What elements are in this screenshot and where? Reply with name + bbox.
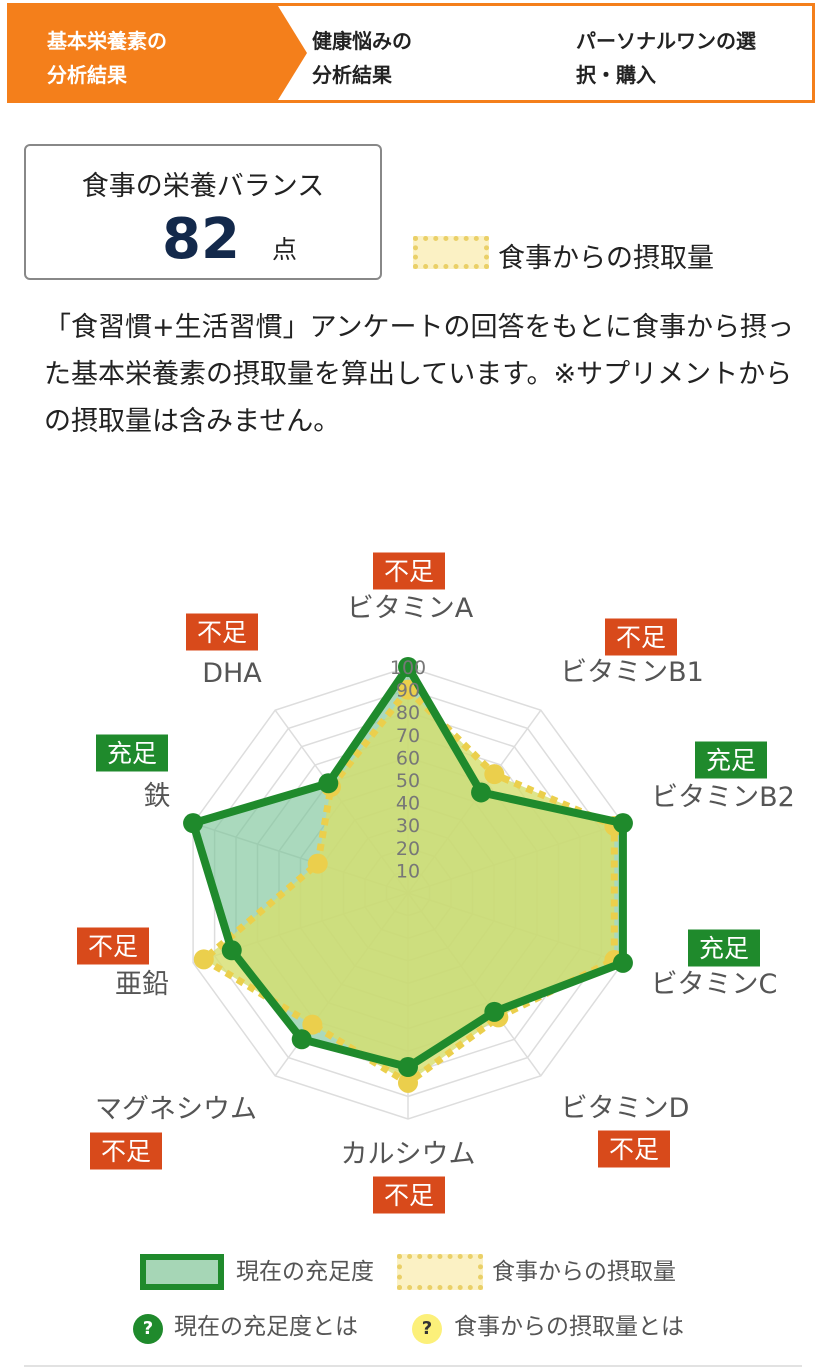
status-badge-text: 不足 (609, 1135, 659, 1164)
status-badge-bg (90, 1132, 162, 1170)
status-badge-text: 不足 (384, 1181, 434, 1210)
help-intake-link[interactable]: 食事からの摂取量とは (454, 1314, 684, 1340)
intake-legend-label-bottom: 食事からの摂取量 (492, 1259, 676, 1285)
step-2-line2: 分析結果 (312, 63, 392, 87)
status-badge-text: 不足 (88, 932, 138, 961)
step-3-line2: 択・購入 (576, 63, 656, 87)
step-navigation: 基本栄養素の 分析結果 健康悩みの 分析結果 パーソナルワンの選 択・購入 (7, 3, 815, 103)
tick-label: 100 (390, 657, 426, 679)
axis-label: 亜鉛 (115, 969, 169, 1000)
axis-label: ビタミンB1 (560, 657, 704, 688)
score-value: 82 (162, 207, 240, 272)
tick-label: 90 (396, 680, 420, 702)
radar-chart: 102030405060708090100ビタミンA不足ビタミンB1不足ビタミン… (77, 552, 795, 1214)
current-point (318, 773, 339, 794)
status-badge-bg (373, 1176, 445, 1214)
tick-label: 20 (396, 838, 420, 860)
step-3: パーソナルワンの選 択・購入 (576, 24, 806, 92)
status-badge-bg (373, 552, 445, 590)
status-badge: 充足 (96, 734, 168, 772)
status-badge-bg (598, 1130, 670, 1168)
current-point (291, 1029, 312, 1050)
current-point (612, 813, 633, 834)
axis-label: 鉄 (144, 781, 171, 812)
step-2: 健康悩みの 分析結果 (312, 24, 512, 92)
status-badge: 不足 (77, 927, 149, 965)
status-badge-text: 不足 (384, 557, 434, 586)
status-badge: 不足 (90, 1132, 162, 1170)
intake-point (484, 764, 505, 785)
intake-area (203, 689, 615, 1083)
intake-legend-swatch-bottom (397, 1254, 483, 1290)
status-badge: 不足 (605, 618, 677, 656)
step-1-line2: 分析結果 (47, 63, 127, 87)
step-1-line1: 基本栄養素の (47, 29, 167, 53)
intake-point (307, 853, 328, 874)
current-point (183, 813, 204, 834)
tick-label: 30 (396, 815, 420, 837)
status-badge: 充足 (688, 929, 760, 967)
axis-label: マグネシウム (95, 1094, 257, 1125)
step-1-current: 基本栄養素の 分析結果 (47, 24, 247, 92)
current-legend-label: 現在の充足度 (236, 1259, 374, 1285)
current-point (484, 1001, 505, 1022)
status-badge-text: 不足 (197, 618, 247, 647)
current-point (398, 1057, 418, 1078)
status-badge-text: 充足 (107, 739, 157, 768)
tick-label: 60 (396, 747, 420, 769)
status-badge: 不足 (598, 1130, 670, 1168)
status-badge-text: 充足 (699, 934, 749, 963)
status-badge-bg (688, 929, 760, 967)
step-active-background (10, 6, 307, 100)
axis-label: ビタミンD (561, 1093, 690, 1124)
status-badge-bg (605, 618, 677, 656)
tick-label: 10 (396, 860, 420, 882)
status-badge-bg (77, 927, 149, 965)
help-intake-icon[interactable]: ? (412, 1314, 442, 1344)
tick-label: 70 (396, 725, 420, 747)
axis-label: DHA (202, 658, 262, 689)
current-point (471, 782, 492, 803)
score-card: 食事の栄養バランス 82 点 (24, 144, 382, 280)
step-2-line1: 健康悩みの (312, 29, 412, 53)
status-badge-text: 不足 (616, 623, 666, 652)
status-badge-bg (695, 741, 767, 779)
intake-point (302, 1014, 323, 1035)
axis-label: カルシウム (341, 1139, 476, 1170)
intake-legend-swatch (413, 236, 489, 269)
current-point (221, 940, 242, 961)
tick-label: 80 (396, 702, 420, 724)
intake-point (398, 679, 418, 700)
status-badge: 充足 (695, 741, 767, 779)
description-text: 「食習慣+生活習慣」アンケートの回答をもとに食事から摂った基本栄養素の摂取量を算… (44, 312, 795, 437)
step-3-line1: パーソナルワンの選 (576, 29, 756, 53)
divider (24, 1365, 802, 1367)
tick-label: 40 (396, 793, 420, 815)
status-badge: 不足 (186, 613, 258, 651)
current-point (612, 952, 633, 973)
status-badge-text: 不足 (101, 1137, 151, 1166)
axis-label: ビタミンA (347, 593, 474, 624)
status-badge: 不足 (373, 1176, 445, 1214)
current-legend-swatch (140, 1254, 224, 1290)
intake-point (398, 1072, 418, 1093)
axis-label: ビタミンC (651, 969, 778, 1000)
tick-label: 50 (396, 770, 420, 792)
help-current-link[interactable]: 現在の充足度とは (174, 1314, 358, 1340)
status-badge-text: 充足 (706, 746, 756, 775)
score-unit: 点 (272, 235, 298, 264)
help-current-icon[interactable]: ? (133, 1314, 163, 1344)
axis-label: ビタミンB2 (651, 782, 795, 813)
status-badge-bg (186, 613, 258, 651)
intake-point (193, 949, 214, 970)
current-point (398, 657, 418, 677)
intake-legend-label: 食事からの摂取量 (498, 243, 714, 274)
status-badge: 不足 (373, 552, 445, 590)
status-badge-bg (96, 734, 168, 772)
score-title: 食事の栄養バランス (81, 171, 325, 202)
